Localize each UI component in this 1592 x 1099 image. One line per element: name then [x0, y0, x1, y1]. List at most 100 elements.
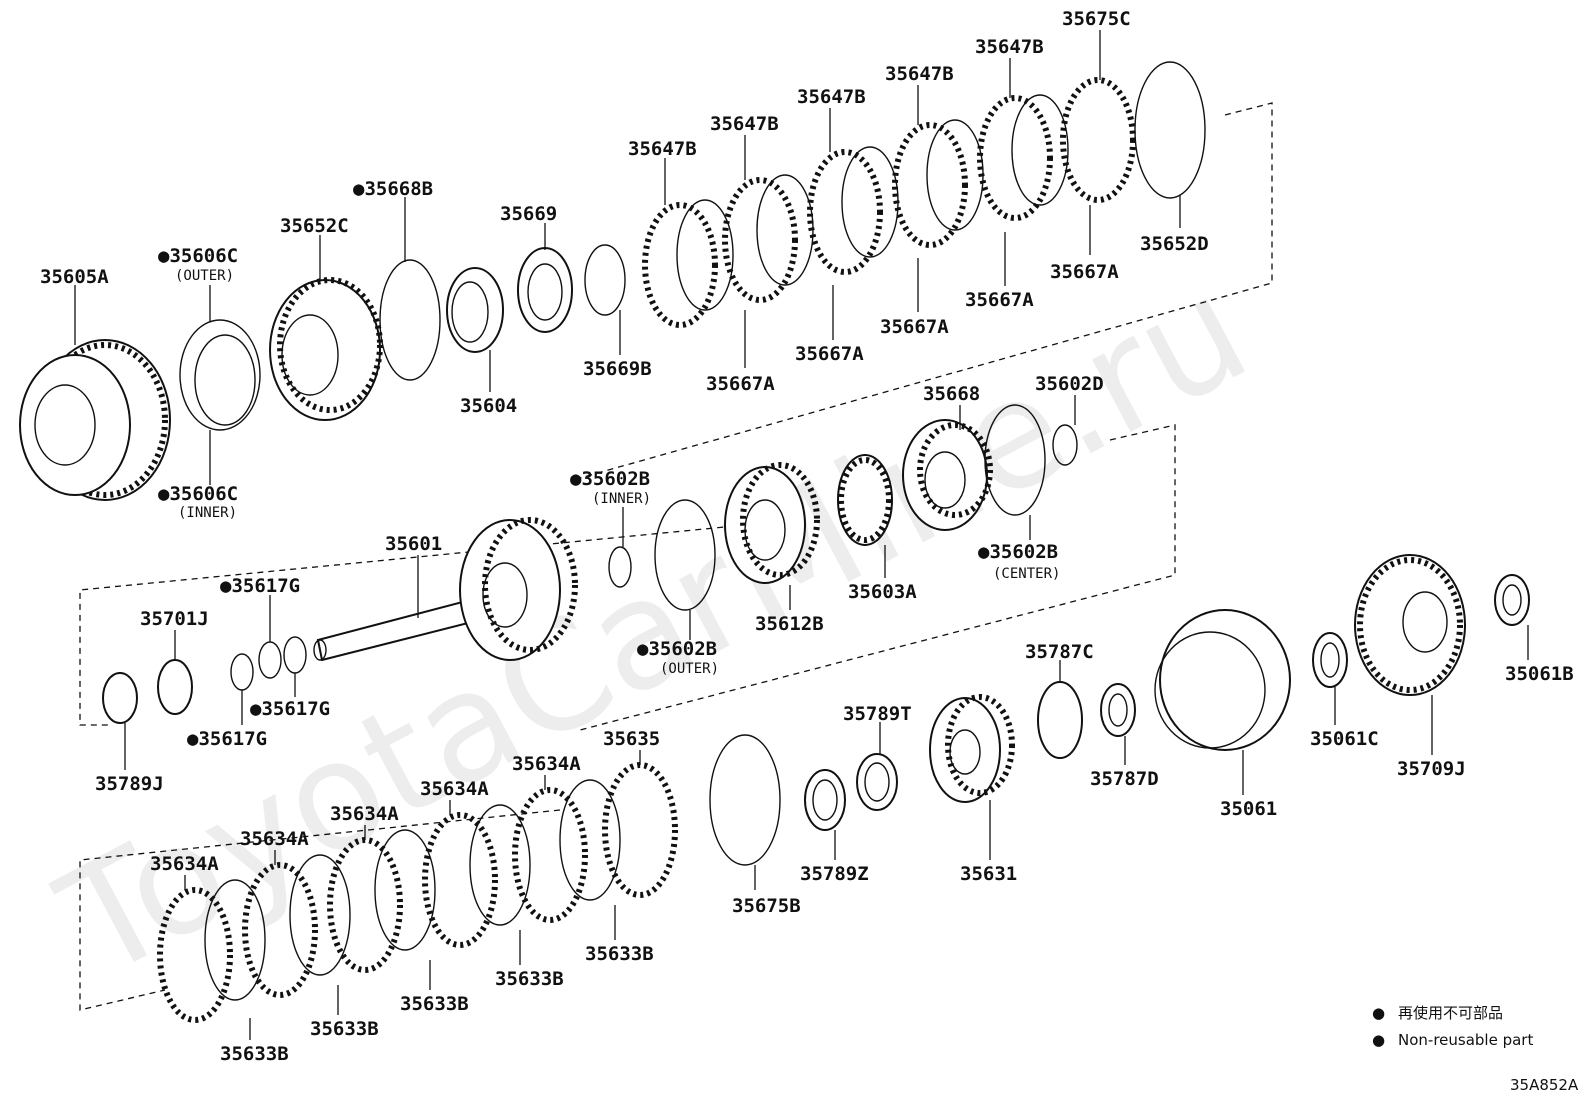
label-35669: 35669: [500, 203, 557, 225]
watermark-text: ToyotaCarMine.ru: [34, 243, 1274, 1012]
label-35647B-3: 35647B: [797, 86, 866, 108]
part-35789Z-bearing: [804, 769, 846, 831]
part-35617G-ring-1: [230, 653, 254, 691]
part-35669B-snap-ring: [584, 244, 626, 316]
label-35633B-4: 35633B: [310, 1018, 379, 1040]
part-35668B-oring: [379, 259, 441, 381]
label-35634A-2: 35634A: [420, 778, 489, 800]
part-35603A-spring-retainer: [837, 454, 893, 546]
label-35061: 35061: [1220, 798, 1277, 820]
label-35667A-3: 35667A: [880, 316, 949, 338]
part-35631-hub: [929, 694, 1015, 803]
label-35789Z: 35789Z: [800, 863, 869, 885]
part-35669-seal-plate: [517, 247, 573, 333]
part-35617G-ring-2: [258, 641, 282, 679]
label-35647B-2: 35647B: [710, 113, 779, 135]
label-35612B: 35612B: [755, 613, 824, 635]
label-35633B-2: 35633B: [495, 968, 564, 990]
label-35602D: 35602D: [1035, 373, 1104, 395]
part-35602B-center-oring: [984, 404, 1046, 516]
label-35631: 35631: [960, 863, 1017, 885]
middle-group-frame: [579, 424, 1176, 731]
label-35602B-outer-note: (OUTER): [660, 661, 719, 677]
part-35701J-bearing: [157, 659, 193, 715]
drawing-code: 35A852A: [1510, 1076, 1579, 1094]
label-35667A-5: 35667A: [1050, 261, 1119, 283]
legend-bullet-1: ●: [1372, 1004, 1385, 1022]
part-35652C-piston: [269, 277, 383, 421]
upper-clutch-pack: [642, 77, 1136, 328]
label-35606C-inner: ●35606C: [158, 483, 238, 505]
part-35061C-bearing: [1312, 632, 1348, 688]
label-35669B: 35669B: [583, 358, 652, 380]
label-35652D: 35652D: [1140, 233, 1209, 255]
part-35605A-drum: [19, 339, 171, 501]
label-35667A-4: 35667A: [965, 289, 1034, 311]
part-35601-input-shaft: [313, 517, 578, 662]
label-35647B-4: 35647B: [885, 63, 954, 85]
label-35647B-1: 35647B: [628, 138, 697, 160]
part-35602B-inner-oring: [608, 546, 632, 588]
part-35061B-bearing: [1494, 574, 1530, 626]
label-35602B-center: ●35602B: [978, 541, 1058, 563]
part-35675B-snap-ring: [709, 734, 781, 866]
part-35602D-ring: [1052, 424, 1078, 466]
label-35652C: 35652C: [280, 215, 349, 237]
label-35647B-5: 35647B: [975, 36, 1044, 58]
part-35652D-snap-ring: [1134, 61, 1206, 199]
label-35605A: 35605A: [40, 266, 109, 288]
part-35787C-washer: [1037, 681, 1083, 759]
label-35787C: 35787C: [1025, 641, 1094, 663]
label-35606C-inner-note: (INNER): [178, 505, 237, 521]
label-35634A-5: 35634A: [150, 853, 219, 875]
label-35061B: 35061B: [1505, 663, 1574, 685]
label-35061C: 35061C: [1310, 728, 1379, 750]
part-35617G-ring-3: [283, 636, 307, 674]
label-35617G-1: ●35617G: [220, 575, 300, 597]
middle-left-frame: [79, 524, 746, 726]
upper-group-frame: [579, 102, 1273, 479]
lower-group-frame: [79, 809, 561, 1011]
part-35789J-bearing: [102, 672, 138, 724]
label-35701J: 35701J: [140, 608, 209, 630]
label-35602B-inner-note: (INNER): [592, 491, 651, 507]
legend-text-en: Non-reusable part: [1398, 1031, 1533, 1049]
label-35606C-outer-note: (OUTER): [175, 268, 234, 284]
label-35602B-inner: ●35602B: [570, 468, 650, 490]
label-35667A-2: 35667A: [795, 343, 864, 365]
legend: ● 再使用不可部品 ● Non-reusable part: [1372, 1004, 1533, 1049]
label-35617G-2: ●35617G: [250, 698, 330, 720]
part-35612B-piston: [724, 462, 820, 584]
part-35709J-gear: [1354, 554, 1466, 696]
label-35668: 35668: [923, 383, 980, 405]
label-35789T: 35789T: [843, 703, 912, 725]
label-35787D: 35787D: [1090, 768, 1159, 790]
label-35602B-outer: ●35602B: [637, 638, 717, 660]
label-35709J: 35709J: [1397, 758, 1466, 780]
label-35675C: 35675C: [1062, 8, 1131, 30]
label-35602B-center-note: (CENTER): [993, 566, 1060, 582]
label-35633B-5: 35633B: [220, 1043, 289, 1065]
label-35675B: 35675B: [732, 895, 801, 917]
label-35633B-1: 35633B: [585, 943, 654, 965]
label-35634A-1: 35634A: [512, 753, 581, 775]
label-35668B: ●35668B: [353, 178, 433, 200]
label-35633B-3: 35633B: [400, 993, 469, 1015]
part-35061-drum: [1154, 609, 1291, 751]
label-35667A-1: 35667A: [706, 373, 775, 395]
part-35787D-bearing: [1100, 683, 1136, 737]
legend-bullet-2: ●: [1372, 1031, 1385, 1049]
label-35634A-4: 35634A: [240, 828, 309, 850]
label-35789J: 35789J: [95, 773, 164, 795]
label-35603A: 35603A: [848, 581, 917, 603]
legend-text-ja: 再使用不可部品: [1398, 1004, 1503, 1022]
part-35606C-washers: [179, 319, 261, 431]
label-35604: 35604: [460, 395, 517, 417]
part-35604-spring: [446, 267, 504, 353]
label-35635: 35635: [603, 728, 660, 750]
leader-lines: [74, 30, 1529, 1040]
part-35668-piston: [902, 419, 993, 531]
part-labels: 35605A ●35606C (OUTER) ●35606C (INNER) 3…: [40, 8, 1574, 1065]
label-35601: 35601: [385, 533, 442, 555]
